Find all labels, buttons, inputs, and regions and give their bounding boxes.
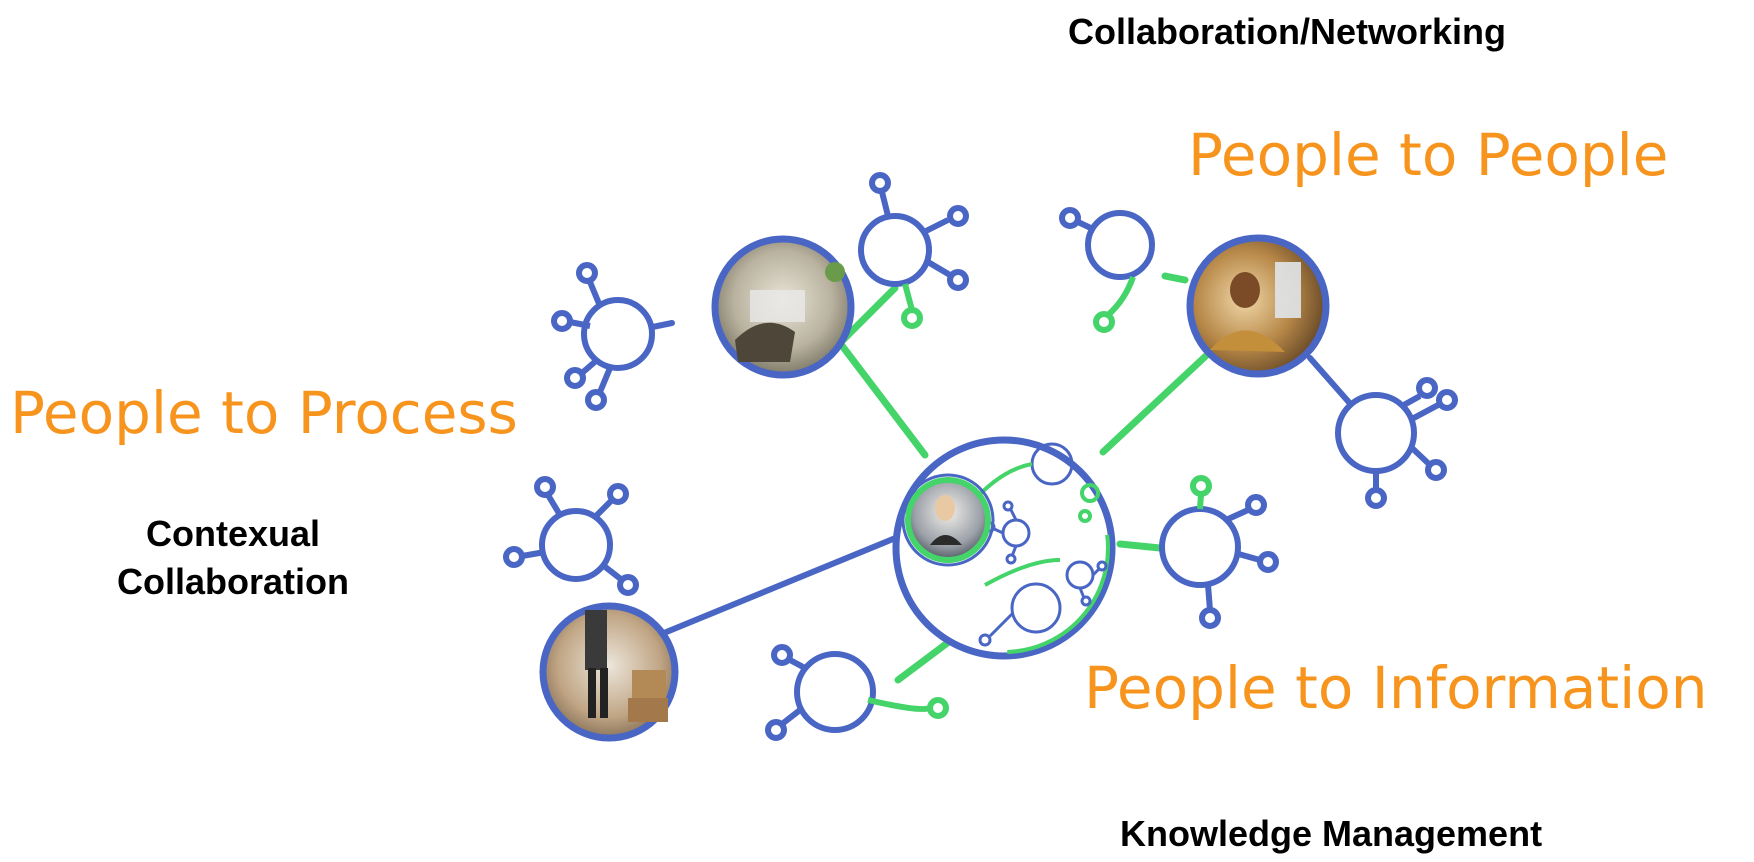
green-accents <box>867 275 1212 719</box>
people-to-process-label: People to Process <box>10 379 518 447</box>
people-to-people-label: People to People <box>1188 121 1669 189</box>
man-with-boxes-photo <box>539 602 679 742</box>
people-to-information-label: People to Information <box>1084 654 1708 722</box>
woman-at-laptop-photo <box>901 473 995 567</box>
contextual-line-2: Collaboration <box>117 561 349 602</box>
woman-at-computer-photo <box>1186 234 1330 378</box>
collaboration-networking-label: Collaboration/Networking <box>1068 11 1507 52</box>
knowledge-management-label: Knowledge Management <box>1120 813 1543 854</box>
contextual-line-1: Contexual <box>145 513 321 554</box>
handshake-office-photo <box>711 235 855 379</box>
contextual-collaboration-label: Contexual Collaboration <box>78 510 388 606</box>
satellite-nodes <box>503 172 1458 741</box>
